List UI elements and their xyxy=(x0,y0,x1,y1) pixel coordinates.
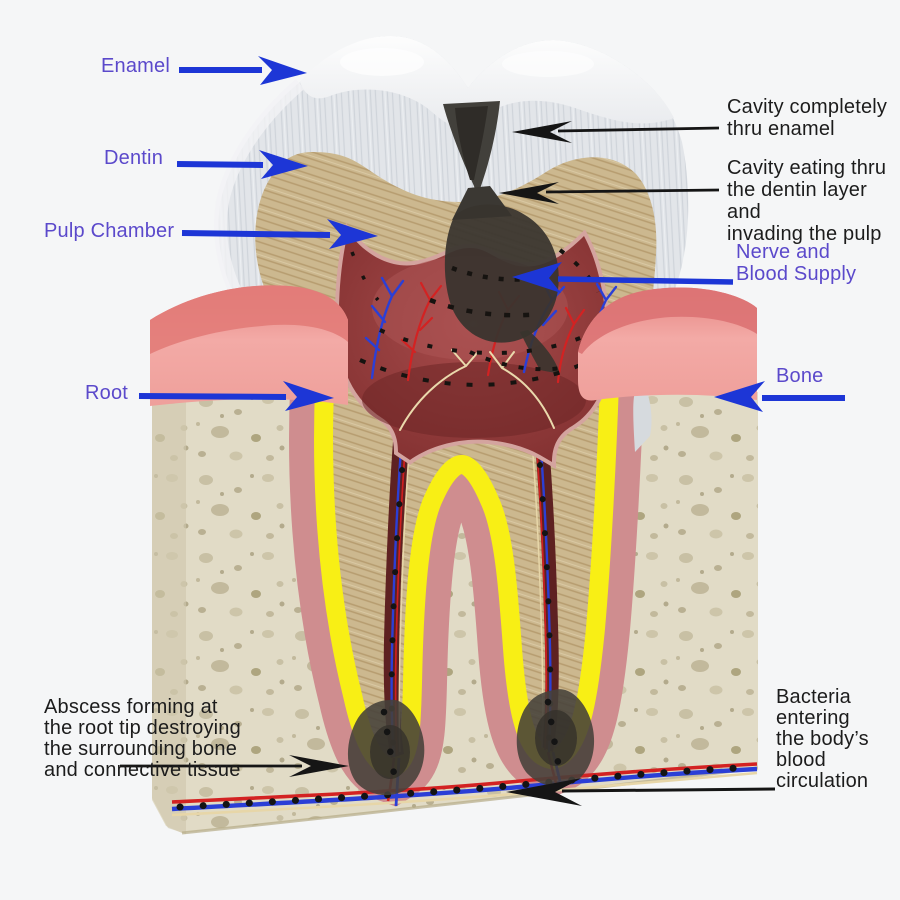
dentin-arrow xyxy=(176,150,308,179)
bone-bottom-edge xyxy=(181,766,759,835)
right-abscess-core xyxy=(535,710,577,766)
enamel-arrow xyxy=(179,56,307,85)
cavity-funnel-core xyxy=(455,106,488,180)
vessel-blue xyxy=(171,766,758,812)
cavity-enamel-arrow xyxy=(512,121,720,143)
cavity xyxy=(443,101,560,374)
pulp-chamber-label: Pulp Chamber xyxy=(44,220,175,242)
cavity-drip xyxy=(520,330,560,374)
right-root-canal xyxy=(532,408,559,752)
cavity-enamel-label: Cavity completely thru enamel xyxy=(727,96,888,140)
root-arrow xyxy=(138,381,334,411)
gums xyxy=(150,285,757,406)
bacteria-arrow xyxy=(506,778,776,806)
cusp-highlight-left xyxy=(340,48,424,76)
root-label: Root xyxy=(85,382,129,404)
annotation-arrows xyxy=(120,56,845,806)
cusp-highlight-right xyxy=(502,51,594,77)
left-gum-top-ridge xyxy=(150,285,348,354)
tooth-crown xyxy=(213,36,689,469)
bone-arrow xyxy=(714,381,845,412)
pulp-chamber-arrow xyxy=(181,219,378,249)
bacteria-label: Bacteria entering the body’s blood circu… xyxy=(776,686,869,792)
nerve-blood-supply-label: Nerve and Blood Supply xyxy=(736,241,857,285)
pulp-bacteria xyxy=(350,248,607,387)
bacteria-through-right-abscess xyxy=(544,698,564,778)
right-gum-top-ridge xyxy=(578,287,757,354)
vessel-red xyxy=(171,762,758,804)
cavity-dentin-arrow xyxy=(499,182,720,204)
enamel-label: Enamel xyxy=(101,55,171,77)
abscess-label: Abscess forming at the root tip destroyi… xyxy=(44,696,241,781)
abscess-arrow xyxy=(120,755,349,777)
bone-side-face xyxy=(152,396,186,834)
abscesses xyxy=(347,689,595,796)
bone-label: Bone xyxy=(776,365,824,387)
bacteria-through-left-abscess xyxy=(380,708,400,790)
cavity-dentin-label: Cavity eating thru the dentin layer and … xyxy=(727,157,887,245)
jaw-blood-vessels xyxy=(171,751,759,817)
bacteria-along-vessel xyxy=(176,763,759,811)
pulp-lower-shade xyxy=(362,362,586,438)
cavity-blob xyxy=(444,204,559,343)
dentin-label: Dentin xyxy=(104,147,164,169)
nerve-blood-supply-arrow xyxy=(512,262,734,293)
